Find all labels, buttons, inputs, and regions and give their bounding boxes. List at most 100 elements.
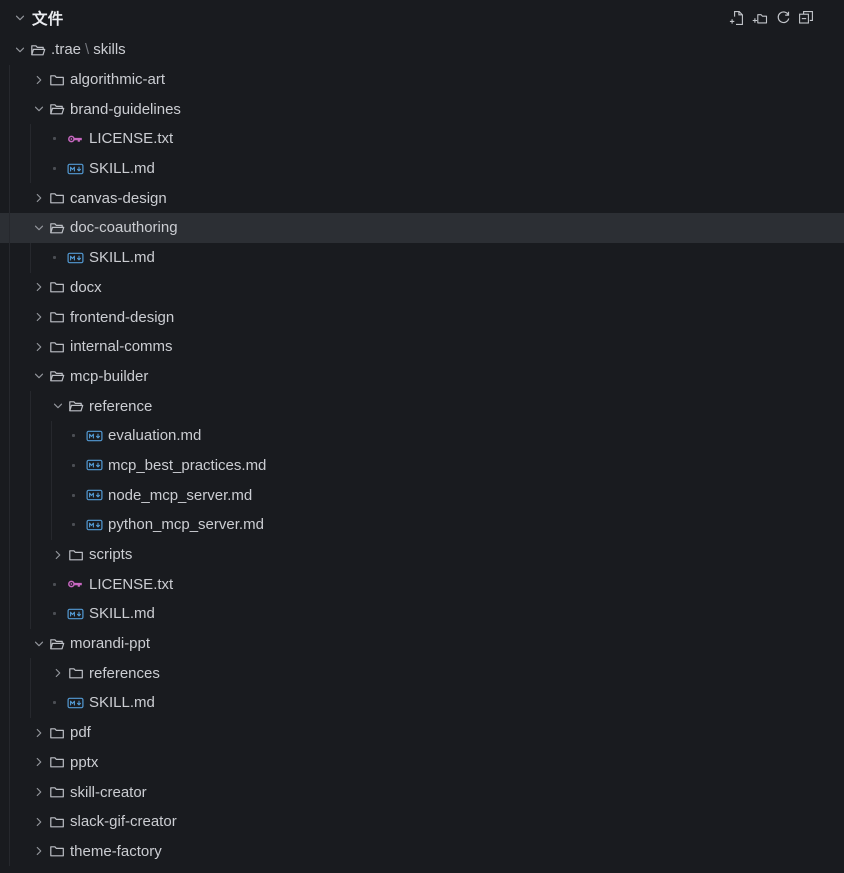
chevron-right-icon[interactable] xyxy=(31,190,46,206)
tree-item-label: .trae\skills xyxy=(51,41,126,58)
chevron-right-icon[interactable] xyxy=(31,279,46,295)
tree-item-label: SKILL.md xyxy=(89,249,155,267)
indent-guide xyxy=(9,124,10,154)
tree-item-label: skill-creator xyxy=(70,783,147,801)
tree-row[interactable]: LICENSE.txt xyxy=(0,569,844,600)
tree-row[interactable]: theme-factory xyxy=(0,836,844,867)
tree-row[interactable]: frontend-design xyxy=(0,302,844,332)
indent-guide xyxy=(30,599,31,629)
chevron-down-icon[interactable] xyxy=(31,220,46,236)
chevron-right-icon[interactable] xyxy=(50,547,65,563)
indent-guide xyxy=(30,450,31,481)
indent-guide xyxy=(9,420,10,451)
tree-item-label: mcp_best_practices.md xyxy=(108,456,267,474)
chevron-slot xyxy=(50,250,65,266)
chevron-right-icon[interactable] xyxy=(31,754,46,770)
tree-row[interactable]: SKILL.md xyxy=(0,153,844,184)
chevron-slot xyxy=(50,576,65,592)
chevron-right-icon[interactable] xyxy=(31,843,46,859)
tree-item-label: brand-guidelines xyxy=(70,100,181,118)
indent-guide xyxy=(30,569,31,600)
file-dot xyxy=(72,463,75,467)
tree-row[interactable]: internal-comms xyxy=(0,331,844,362)
folder-icon xyxy=(48,72,65,88)
tree-row[interactable]: pdf xyxy=(0,717,844,748)
tree-row[interactable]: python_mcp_server.md xyxy=(0,510,844,540)
new-file-icon[interactable] xyxy=(728,9,745,26)
tree-row[interactable]: mcp_best_practices.md xyxy=(0,450,844,481)
tree-row[interactable]: algorithmic-art xyxy=(0,64,844,95)
chevron-down-icon[interactable] xyxy=(31,636,46,652)
tree-row[interactable]: LICENSE.txt xyxy=(0,124,844,154)
chevron-right-icon[interactable] xyxy=(50,665,65,681)
indent-guide xyxy=(30,420,31,451)
markdown-icon xyxy=(86,457,103,473)
indent-guide xyxy=(9,539,10,570)
chevron-right-icon[interactable] xyxy=(31,784,46,800)
chevron-slot xyxy=(69,517,84,533)
indent-guide xyxy=(9,94,10,125)
tree-row[interactable]: pptx xyxy=(0,747,844,778)
tree-item-label: reference xyxy=(89,397,153,415)
tree-item-label: pdf xyxy=(70,724,91,742)
chevron-right-icon[interactable] xyxy=(31,72,46,88)
tree-item-label: internal-comms xyxy=(70,338,173,356)
tree-item-label: evaluation.md xyxy=(108,427,202,445)
tree-row[interactable]: canvas-design xyxy=(0,183,844,214)
tree-row[interactable]: .trae\skills xyxy=(0,35,844,65)
tree-row[interactable]: reference xyxy=(0,391,844,421)
folder-icon xyxy=(48,190,65,206)
refresh-icon[interactable] xyxy=(774,9,791,26)
file-dot xyxy=(72,434,75,438)
chevron-right-icon[interactable] xyxy=(31,339,46,355)
indent-guide xyxy=(30,391,31,421)
new-folder-icon[interactable] xyxy=(751,9,768,26)
tree-row[interactable]: references xyxy=(0,658,844,689)
chevron-right-icon[interactable] xyxy=(31,309,46,325)
tree-row[interactable]: node_mcp_server.md xyxy=(0,480,844,510)
tree-item-label: references xyxy=(89,664,160,682)
indent-guide xyxy=(9,64,10,95)
indent-guide xyxy=(9,331,10,362)
folder-icon xyxy=(48,754,65,770)
chevron-slot xyxy=(69,457,84,473)
tree-item-label: SKILL.md xyxy=(89,694,155,712)
key-icon xyxy=(67,576,84,592)
collapse-all-icon[interactable] xyxy=(797,9,814,26)
folder-icon xyxy=(48,725,65,741)
file-dot xyxy=(53,137,56,141)
indent-guide xyxy=(30,510,31,540)
tree-row[interactable]: slack-gif-creator xyxy=(0,806,844,837)
tree-row[interactable]: evaluation.md xyxy=(0,420,844,451)
tree-item-label: mcp-builder xyxy=(70,367,149,385)
tree-item-label: docx xyxy=(70,278,102,296)
chevron-down-icon[interactable] xyxy=(31,368,46,384)
tree-row[interactable]: SKILL.md xyxy=(0,688,844,718)
chevron-down-icon[interactable] xyxy=(50,398,65,414)
tree-row[interactable]: doc-coauthoring xyxy=(0,213,844,243)
tree-row[interactable]: docx xyxy=(0,272,844,303)
chevron-right-icon[interactable] xyxy=(31,725,46,741)
chevron-slot xyxy=(69,428,84,444)
tree-row[interactable]: skill-creator xyxy=(0,777,844,807)
folder-icon xyxy=(48,814,65,830)
tree-row[interactable]: scripts xyxy=(0,539,844,570)
chevron-down-icon[interactable] xyxy=(12,10,27,26)
tree-row[interactable]: SKILL.md xyxy=(0,242,844,273)
tree-row[interactable]: morandi-ppt xyxy=(0,628,844,659)
tree-row[interactable]: mcp-builder xyxy=(0,361,844,392)
indent-guide xyxy=(9,450,10,481)
indent-guide xyxy=(51,480,52,510)
chevron-down-icon[interactable] xyxy=(12,42,27,58)
chevron-down-icon[interactable] xyxy=(31,101,46,117)
markdown-icon xyxy=(86,517,103,533)
indent-guide xyxy=(30,242,31,273)
chevron-slot xyxy=(50,161,65,177)
indent-guide xyxy=(30,539,31,570)
tree-item-label: doc-coauthoring xyxy=(70,219,178,237)
tree-row[interactable]: SKILL.md xyxy=(0,599,844,629)
chevron-right-icon[interactable] xyxy=(31,814,46,830)
folder-icon xyxy=(67,665,84,681)
explorer-header: 文件 xyxy=(0,0,844,35)
tree-row[interactable]: brand-guidelines xyxy=(0,94,844,125)
